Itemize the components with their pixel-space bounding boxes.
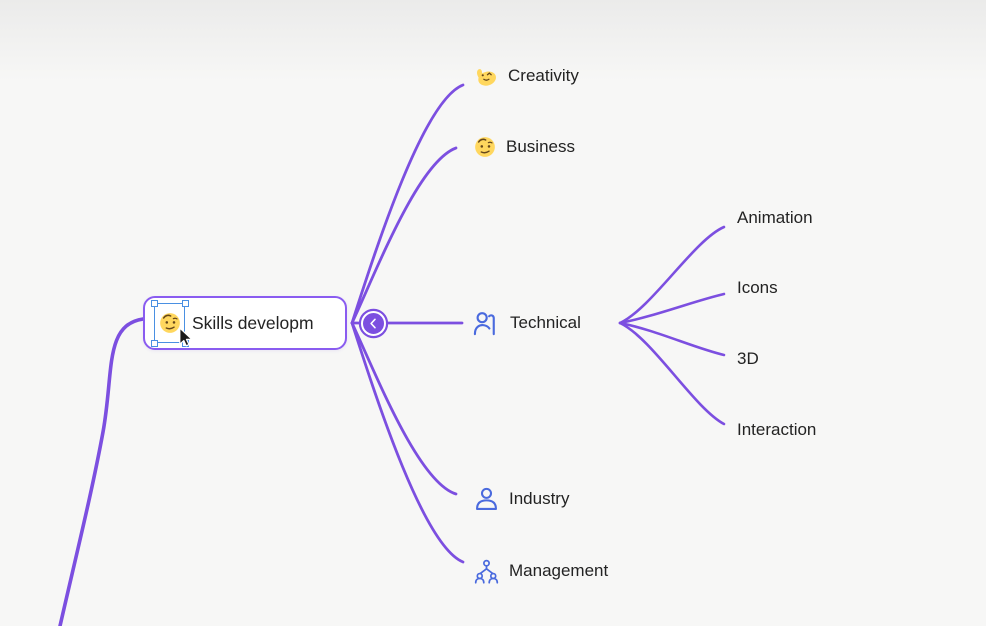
topic-industry[interactable]: Industry [473,484,569,514]
person-raising-hand-icon[interactable] [472,309,501,338]
branch-line-icons [618,292,726,325]
team-icon[interactable] [473,558,500,585]
branch-line-interaction [618,321,726,426]
selection-handle-bottom-left[interactable] [150,339,158,347]
branch-line-creativity [350,83,465,325]
topic-creativity[interactable]: Creativity [473,61,579,91]
topic-label: Icons [737,278,778,297]
topic-label: Technical [510,313,581,332]
topic-label: Business [506,137,575,156]
branch-line-3d [618,321,726,357]
topic-label: Interaction [737,420,817,439]
topic-label: Management [509,561,609,580]
raised-eyebrow-face-emoji[interactable] [158,311,182,335]
topic-label: Industry [509,489,570,508]
topic-3d[interactable]: 3D [737,344,759,374]
raised-eyebrow-face-emoji[interactable] [473,135,497,159]
topic-label: Creativity [508,66,579,85]
branch-line-animation [618,225,726,325]
root-topic-node[interactable]: Skills developm [143,296,347,350]
topic-management[interactable]: Management [473,556,608,586]
chevron-left-icon [370,318,376,329]
branch-line-industry [350,321,458,496]
root-topic-label[interactable]: Skills developm [192,312,314,333]
topic-technical[interactable]: Technical [472,308,581,338]
topic-interaction[interactable]: Interaction [737,415,816,445]
topic-label: 3D [737,349,759,368]
selection-handle-bottom-right[interactable] [181,339,189,347]
topic-animation[interactable]: Animation [737,203,813,233]
branch-line-business [350,146,458,325]
parent-branch-line [58,317,145,626]
emoji-selection-box[interactable] [150,299,189,347]
topic-label: Animation [737,208,813,227]
collapse-branch-button[interactable] [361,311,386,336]
branch-line-management [350,321,465,564]
person-icon[interactable] [473,486,500,513]
writing-hand-emoji[interactable] [473,63,499,89]
selection-handle-top-left[interactable] [150,299,158,307]
topic-icons[interactable]: Icons [737,273,778,303]
selection-handle-top-right[interactable] [181,299,189,307]
topic-business[interactable]: Business [473,132,575,162]
